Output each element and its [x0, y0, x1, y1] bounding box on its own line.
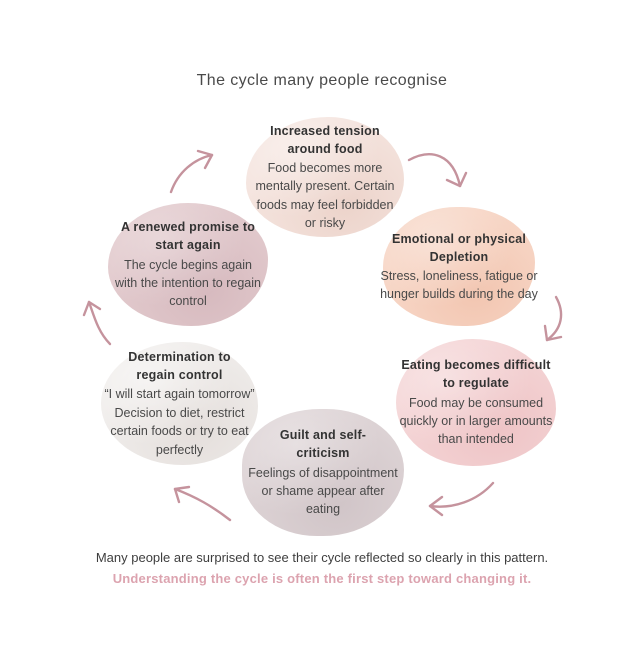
cycle-arrow-bottom-left	[173, 485, 232, 522]
node-renewed-promise: A renewed promise to start again The cyc…	[108, 203, 268, 326]
node-title: Emotional or physical Depletion	[391, 231, 527, 264]
cycle-arrow-left	[82, 300, 112, 346]
node-eating-difficult: Eating becomes difficult to regulate Foo…	[396, 339, 556, 466]
node-body: The cycle begins again with the intentio…	[115, 257, 261, 309]
footer-line-2-highlight: Understanding the cycle is often the fir…	[112, 571, 532, 586]
node-body: Food may be consumed quickly or in large…	[399, 395, 553, 447]
node-title: Determination to regain control	[128, 350, 231, 383]
node-title: Increased tension around food	[270, 123, 380, 156]
node-guilt-self-criticism: Guilt and self-criticism Feelings of dis…	[242, 409, 404, 536]
node-emotional-depletion: Emotional or physical Depletion Stress, …	[380, 207, 538, 326]
node-body: Feelings of disappointment or shame appe…	[248, 465, 398, 517]
node-increased-tension: Increased tension around food Food becom…	[246, 117, 404, 237]
cycle-arrow-right	[543, 295, 563, 342]
node-determination-control: Determination to regain control “I will …	[101, 342, 258, 465]
node-title: Guilt and self-criticism	[279, 428, 367, 461]
cycle-arrow-bottom-right	[428, 481, 495, 517]
footer-note: Many people are surprised to see their c…	[0, 550, 644, 586]
page-title: The cycle many people recognise	[196, 72, 448, 89]
node-quote: “I will start again tomorrow”	[104, 387, 255, 402]
node-body: Stress, loneliness, fatigue or hunger bu…	[380, 268, 538, 302]
footer-line-1: Many people are surprised to see their c…	[95, 550, 549, 565]
cycle-arrow-top-left	[169, 149, 214, 194]
node-title: A renewed promise to start again	[120, 220, 256, 253]
node-body: Decision to diet, restrict certain foods…	[110, 405, 249, 457]
cycle-arrow-top-right	[407, 153, 468, 188]
node-body: Food becomes more mentally present. Cert…	[255, 160, 395, 230]
node-title: Eating becomes difficult to regulate	[401, 358, 551, 391]
